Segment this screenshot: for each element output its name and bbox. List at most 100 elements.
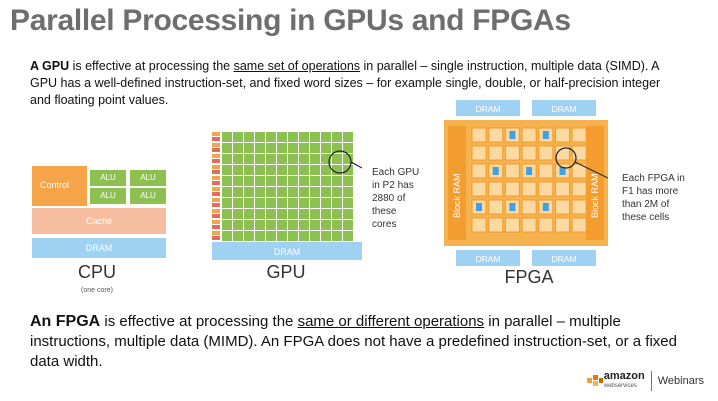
gpu-dram-block xyxy=(212,242,362,260)
fpga-logic-cell xyxy=(538,181,554,197)
fpga-label: FPGA xyxy=(504,267,554,287)
gpu-core-cell xyxy=(244,187,254,197)
fpga-description-lead: An FPGA xyxy=(30,313,101,330)
gpu-core-cell xyxy=(255,220,265,230)
cpu-label: CPU xyxy=(77,262,116,282)
gpu-core-cell xyxy=(321,209,331,219)
gpu-control-strip xyxy=(212,209,220,213)
gpu-core-cell xyxy=(332,220,342,230)
fpga-dram-block xyxy=(532,100,596,116)
gpu-core-cell xyxy=(332,231,342,241)
gpu-core-cell xyxy=(299,187,309,197)
gpu-cache-strip xyxy=(212,159,220,163)
fpga-dram-label: DRAM xyxy=(551,254,576,264)
gpu-core-cell xyxy=(255,176,265,186)
gpu-core-cell xyxy=(288,209,298,219)
fpga-block-ram-left xyxy=(448,126,466,240)
gpu-control-strip xyxy=(212,154,220,158)
fpga-block-ram-right xyxy=(586,126,604,240)
gpu-core-cell xyxy=(244,209,254,219)
fpga-logic-cell xyxy=(521,199,537,215)
gpu-core-cell xyxy=(332,176,342,186)
fpga-dsp-slice xyxy=(492,167,499,175)
fpga-logic-cell xyxy=(471,127,487,143)
gpu-core-cell xyxy=(277,176,287,186)
gpu-core-cell xyxy=(299,143,309,153)
fpga-logic-cell xyxy=(504,145,520,161)
gpu-core-cell xyxy=(299,176,309,186)
gpu-control-strip xyxy=(212,165,220,169)
aws-logo-sub: webservices xyxy=(603,383,637,389)
gpu-core-cell xyxy=(310,176,320,186)
gpu-core-cell xyxy=(266,187,276,197)
gpu-core-cell xyxy=(277,154,287,164)
gpu-core-cell xyxy=(332,209,342,219)
gpu-core-cell xyxy=(310,154,320,164)
gpu-core-cell xyxy=(343,231,353,241)
fpga-logic-cell xyxy=(521,145,537,161)
gpu-note-line: in P2 has xyxy=(372,180,414,191)
gpu-core-cell xyxy=(244,231,254,241)
gpu-description-lead: A GPU xyxy=(30,59,70,73)
aws-logo-main: amazon xyxy=(603,370,645,382)
gpu-diagram: DRAM xyxy=(212,132,362,260)
gpu-cache-strip xyxy=(212,148,220,152)
gpu-note: Each GPU in P2 has 2880 of these cores xyxy=(372,166,419,231)
fpga-logic-cell xyxy=(471,163,487,179)
cpu-sublabel: (one core) xyxy=(81,287,113,294)
gpu-control-strip xyxy=(212,198,220,202)
gpu-core-cell xyxy=(266,143,276,153)
gpu-cache-strip xyxy=(212,203,220,207)
gpu-core-cell xyxy=(255,132,265,142)
fpga-dram-label: DRAM xyxy=(475,104,500,114)
gpu-core-cell xyxy=(255,143,265,153)
gpu-description: A GPU is effective at processing the sam… xyxy=(30,58,680,109)
gpu-core-cell xyxy=(277,231,287,241)
gpu-control-strip xyxy=(212,132,220,136)
gpu-core-cell xyxy=(255,209,265,219)
gpu-core-cell xyxy=(332,143,342,153)
fpga-dsp-slice xyxy=(559,167,566,175)
gpu-core-cell xyxy=(321,220,331,230)
gpu-core-cell xyxy=(288,231,298,241)
gpu-core-cell xyxy=(310,165,320,175)
fpga-dram-label: DRAM xyxy=(551,104,576,114)
gpu-core-cell xyxy=(332,154,342,164)
gpu-core-cell xyxy=(288,165,298,175)
gpu-core-cell xyxy=(277,209,287,219)
gpu-core-cell xyxy=(266,220,276,230)
fpga-logic-cell xyxy=(555,145,570,161)
gpu-core-cell xyxy=(266,154,276,164)
fpga-logic-cell xyxy=(471,181,487,197)
gpu-cache-strip xyxy=(212,225,220,229)
gpu-control-strip xyxy=(212,176,220,180)
gpu-core-cell xyxy=(299,198,309,208)
gpu-core-cell xyxy=(310,143,320,153)
gpu-core-cell xyxy=(288,198,298,208)
brand-divider xyxy=(650,371,652,391)
fpga-note-line: than 2M of xyxy=(622,199,670,210)
gpu-core-cell xyxy=(288,187,298,197)
fpga-logic-cell xyxy=(488,217,504,233)
gpu-core-cell xyxy=(244,220,254,230)
gpu-note-line: 2880 of xyxy=(372,193,406,204)
fpga-description-text-2: in parallel – multiple instructions, mul… xyxy=(30,313,677,370)
gpu-core-cell xyxy=(233,165,243,175)
gpu-core-cell xyxy=(277,220,287,230)
fpga-logic-cell xyxy=(488,127,504,143)
gpu-core-cell xyxy=(266,198,276,208)
gpu-core-cell xyxy=(222,209,232,219)
gpu-core-cell xyxy=(343,143,353,153)
gpu-core-cell xyxy=(222,154,232,164)
gpu-core-cell xyxy=(255,231,265,241)
gpu-core-cell xyxy=(277,187,287,197)
fpga-logic-cell xyxy=(488,199,504,215)
gpu-dram-label: DRAM xyxy=(274,247,301,257)
fpga-logic-cell xyxy=(555,217,570,233)
fpga-logic-cell xyxy=(504,217,520,233)
gpu-core-cell xyxy=(233,209,243,219)
fpga-block-ram-label-right: Block RAM xyxy=(590,173,600,218)
cpu-alu-block: ALU xyxy=(130,188,166,204)
gpu-core-cell xyxy=(321,165,331,175)
fpga-cell-grid xyxy=(471,127,587,233)
